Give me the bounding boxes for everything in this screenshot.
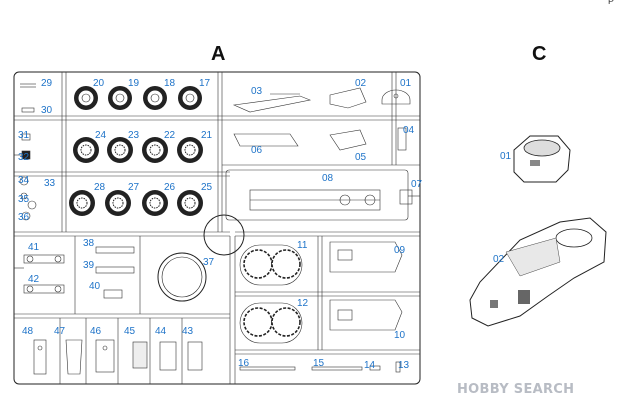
part-label: 43 xyxy=(182,326,194,337)
small-parts-middle xyxy=(23,246,135,299)
part-label: 45 xyxy=(124,326,136,337)
part-label: 05 xyxy=(355,152,367,163)
part-label: 13 xyxy=(398,360,410,371)
hull-part xyxy=(469,217,607,327)
part-label: 23 xyxy=(128,130,140,141)
part-label: 39 xyxy=(83,260,95,271)
sprue-a-title: A xyxy=(211,43,225,65)
part-label: 02 xyxy=(493,254,505,265)
part-label: 15 xyxy=(313,358,325,369)
part-label: 07 xyxy=(411,179,423,190)
part-label: 34 xyxy=(18,175,30,186)
part-label: 20 xyxy=(93,78,105,89)
part-label: 29 xyxy=(41,78,53,89)
small-parts-left xyxy=(19,107,37,221)
chassis-part xyxy=(225,169,413,221)
part-label: 03 xyxy=(251,86,263,97)
part-label: 30 xyxy=(41,105,53,116)
sprue-c-title: C xyxy=(532,43,546,65)
bottom-row-parts xyxy=(33,339,203,375)
watermark: HOBBY SEARCH xyxy=(457,382,575,397)
part-label: 36 xyxy=(18,212,30,223)
sprue-a-labels: 29 20 19 18 17 03 02 01 30 24 23 22 21 0… xyxy=(18,78,423,371)
part-label: 44 xyxy=(155,326,167,337)
part-label: 28 xyxy=(94,182,106,193)
sprue-a-frame xyxy=(13,71,421,385)
plate-parts xyxy=(329,241,403,331)
sprue-c-parts: 01 02 xyxy=(469,135,607,327)
corner-char: P xyxy=(607,0,614,6)
part-label: 32 xyxy=(18,152,30,163)
part-label: 17 xyxy=(199,78,211,89)
part-label: 01 xyxy=(500,151,512,162)
part-label: 31 xyxy=(18,130,30,141)
part-label: 40 xyxy=(89,281,101,292)
part-label: 22 xyxy=(164,130,176,141)
part-label: 42 xyxy=(28,274,40,285)
wheel-row-3 xyxy=(69,190,203,216)
part-label: 01 xyxy=(400,78,412,89)
wheel-row-1 xyxy=(20,83,202,110)
turret-part xyxy=(513,135,571,183)
part-label: 35 xyxy=(18,194,30,205)
part-label: 06 xyxy=(251,145,263,156)
part-label: 46 xyxy=(90,326,102,337)
wheel-row-2 xyxy=(73,137,203,163)
part-label: 48 xyxy=(22,326,34,337)
upper-right-parts xyxy=(232,87,411,151)
part-label: 37 xyxy=(203,257,215,268)
part-label: 11 xyxy=(297,240,308,251)
part-label: 27 xyxy=(128,182,140,193)
part-label: 26 xyxy=(164,182,176,193)
part-label: 02 xyxy=(355,78,367,89)
part-label: 18 xyxy=(164,78,176,89)
part-label: 21 xyxy=(201,130,213,141)
part-label: 19 xyxy=(128,78,140,89)
ring-part xyxy=(157,252,207,302)
part-label: 41 xyxy=(28,242,40,253)
part-label: 16 xyxy=(238,358,250,369)
track-parts xyxy=(239,244,303,344)
part-label: 47 xyxy=(54,326,66,337)
part-label: 12 xyxy=(297,298,309,309)
part-label: 38 xyxy=(83,238,95,249)
part-label: 04 xyxy=(403,125,415,136)
part-label: 24 xyxy=(95,130,107,141)
part-label: 33 xyxy=(44,178,56,189)
part-label: 08 xyxy=(322,173,334,184)
part-label: 10 xyxy=(394,330,406,341)
rod-parts xyxy=(239,361,401,373)
part-label: 25 xyxy=(201,182,213,193)
part-label: 09 xyxy=(394,245,406,256)
part-label: 14 xyxy=(364,360,376,371)
